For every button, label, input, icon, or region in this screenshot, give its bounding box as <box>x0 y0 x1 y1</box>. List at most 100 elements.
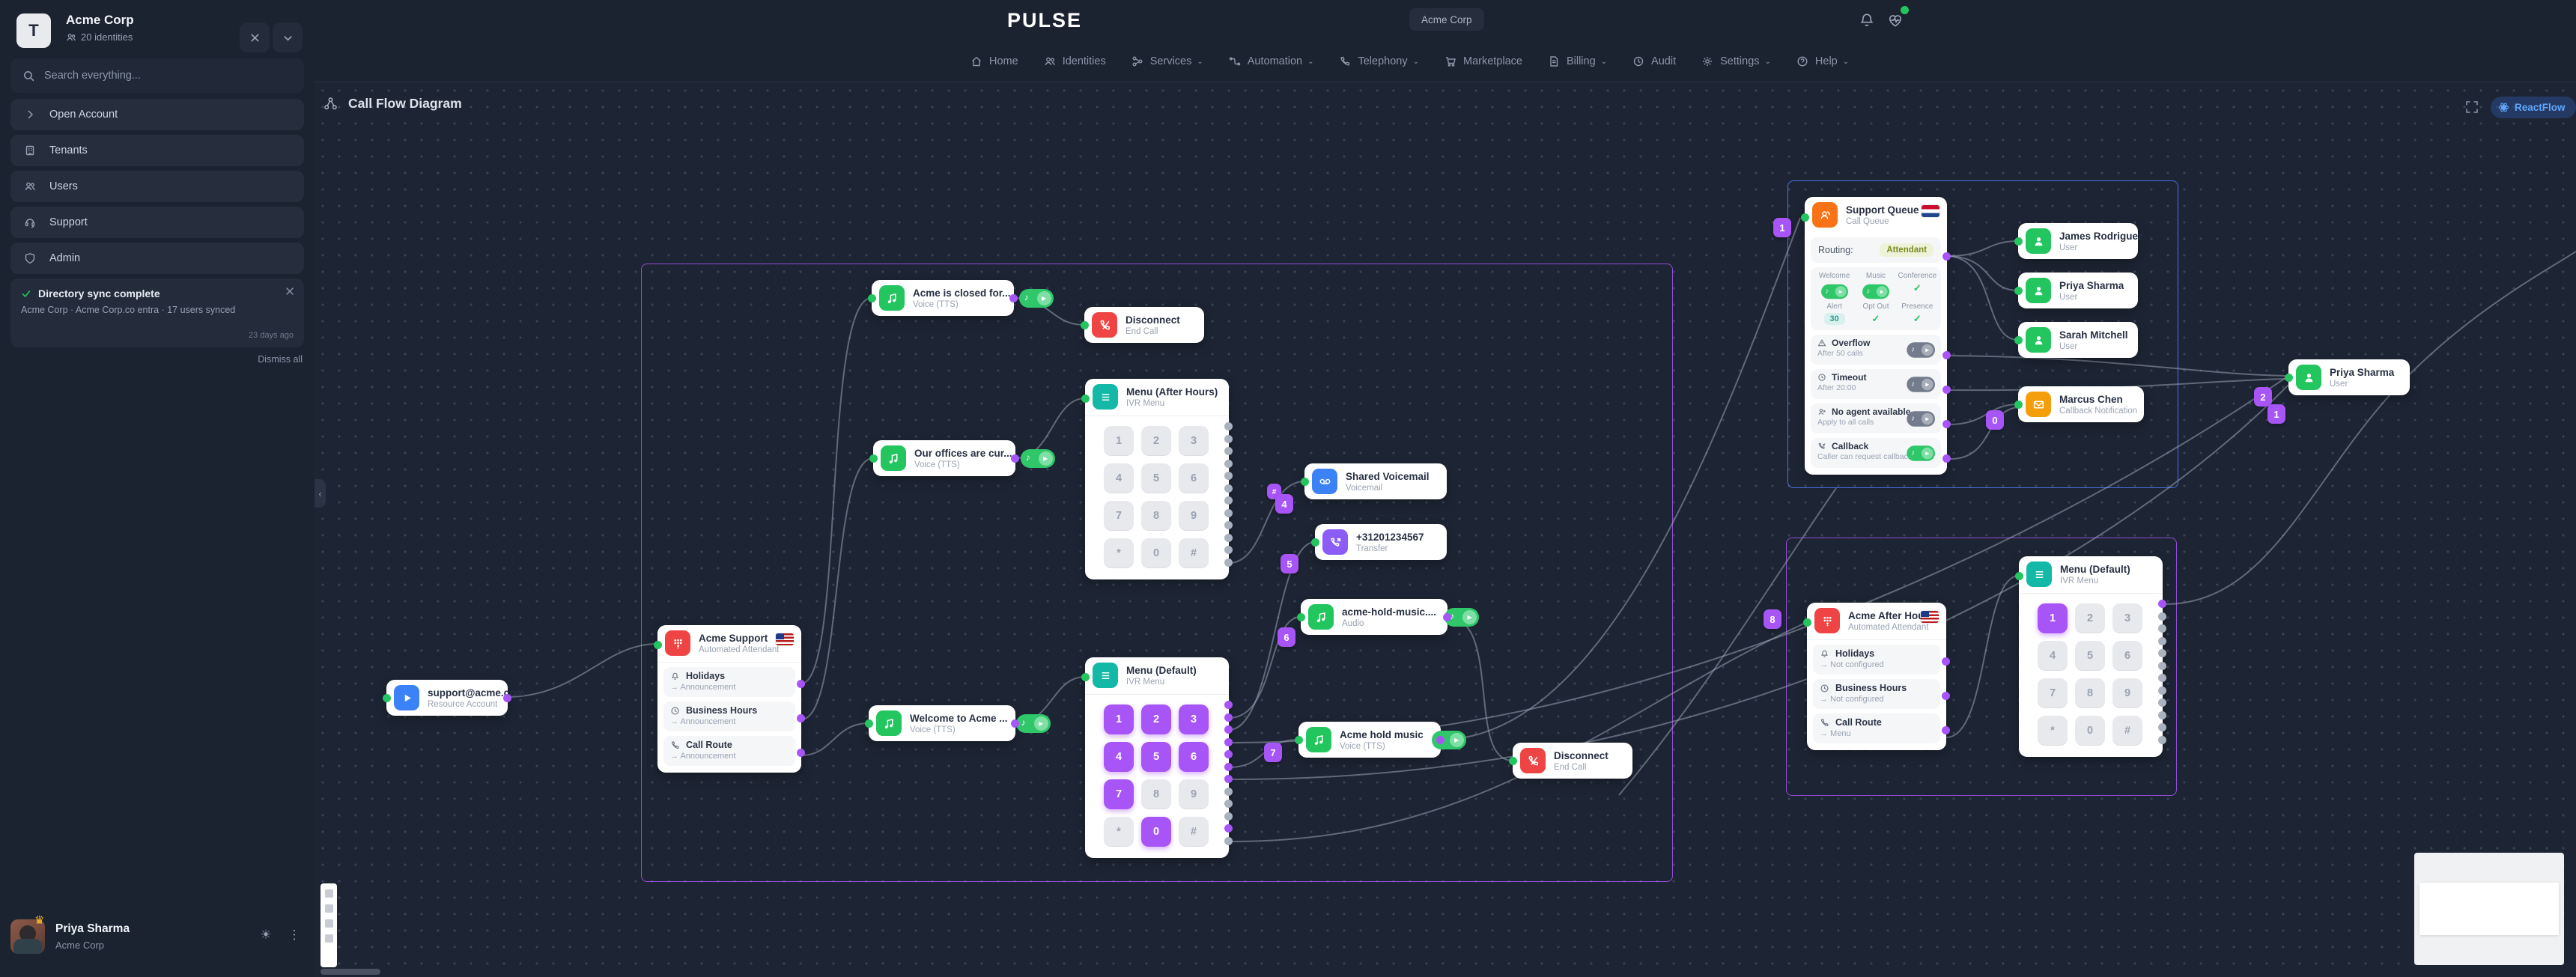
key-output-handle-8[interactable] <box>1224 787 1233 796</box>
flow-group[interactable] <box>1786 538 2177 796</box>
user-profile[interactable]: ♛ Priya Sharma Acme Corp ☀ ⋮ <box>10 914 304 958</box>
input-handle[interactable] <box>1801 213 1809 222</box>
queue-output-handle-4[interactable] <box>1942 454 1951 463</box>
nav-item-audit[interactable]: Audit <box>1632 55 1676 67</box>
key-output-handle-4[interactable] <box>2158 636 2166 645</box>
key-output-handle-7[interactable] <box>2158 674 2166 682</box>
kebab-menu-icon[interactable]: ⋮ <box>288 928 301 942</box>
sidebar-item-open-account[interactable]: Open Account <box>10 99 304 130</box>
routing-output-handle[interactable] <box>1942 252 1951 261</box>
nav-item-help[interactable]: Help⌄ <box>1796 55 1849 67</box>
close-panel-button[interactable] <box>240 22 270 52</box>
notification-close-icon[interactable] <box>285 286 295 296</box>
key-output-handle-6[interactable] <box>2158 661 2166 670</box>
output-handle[interactable] <box>1011 454 1019 463</box>
audio-preview-pill[interactable]: ♪▶ <box>1907 342 1935 358</box>
input-handle[interactable] <box>869 454 878 463</box>
audio-preview-pill[interactable]: ♪▶ <box>1431 730 1466 749</box>
org-dropdown-button[interactable] <box>273 22 303 52</box>
output-handle-1[interactable] <box>797 680 805 688</box>
output-handle[interactable] <box>1009 294 1018 302</box>
input-handle[interactable] <box>1311 538 1319 547</box>
attendant-row-call-route[interactable]: Call Route→ Announcement <box>663 736 795 766</box>
dismiss-all-link[interactable]: Dismiss all <box>258 354 303 365</box>
horizontal-scrollbar[interactable] <box>321 969 380 975</box>
audio-preview-pill[interactable]: ♪▶ <box>1862 284 1889 299</box>
key-output-handle-1[interactable] <box>1224 422 1233 430</box>
nav-item-billing[interactable]: Billing⌄ <box>1548 55 1607 67</box>
attendant-row-call-route[interactable]: Call Route→ Menu <box>1813 713 1940 743</box>
output-handle-3[interactable] <box>797 749 805 757</box>
key-output-handle-10[interactable] <box>2158 710 2166 719</box>
output-handle-2[interactable] <box>1942 692 1950 700</box>
output-handle-3[interactable] <box>1942 726 1950 734</box>
input-handle[interactable] <box>1297 613 1305 621</box>
audio-preview-pill[interactable]: ♪▶ <box>1018 288 1054 308</box>
sidebar-item-support[interactable]: Support <box>10 207 304 238</box>
nav-item-home[interactable]: Home <box>970 55 1018 67</box>
input-handle[interactable] <box>1081 673 1090 681</box>
key-output-handle-1[interactable] <box>1224 701 1233 709</box>
key-output-handle-5[interactable] <box>1224 472 1233 480</box>
output-handle-1[interactable] <box>1942 657 1950 666</box>
health-pulse-icon[interactable] <box>1887 12 1904 28</box>
input-handle[interactable] <box>2014 401 2023 409</box>
key-output-handle-2[interactable] <box>2158 612 2166 621</box>
minimap-viewport[interactable] <box>2419 883 2559 935</box>
input-handle[interactable] <box>1803 618 1811 627</box>
audio-preview-pill[interactable]: ♪▶ <box>1907 445 1935 461</box>
input-handle[interactable] <box>2014 287 2023 295</box>
input-handle[interactable] <box>2015 572 2023 580</box>
key-output-handle-12[interactable] <box>1224 558 1233 567</box>
input-handle[interactable] <box>2014 237 2023 246</box>
key-output-handle-5[interactable] <box>2158 649 2166 657</box>
notifications-bell-icon[interactable] <box>1859 12 1875 28</box>
key-output-handle-10[interactable] <box>1224 533 1233 542</box>
attendant-row-business-hours[interactable]: Business Hours→ Announcement <box>663 701 795 731</box>
output-handle-2[interactable] <box>797 714 805 722</box>
attendant-row-holidays[interactable]: Holidays→ Announcement <box>663 667 795 697</box>
output-handle[interactable] <box>1436 736 1445 744</box>
nav-item-settings[interactable]: Settings⌄ <box>1701 55 1771 67</box>
input-handle[interactable] <box>383 694 391 702</box>
key-output-handle-3[interactable] <box>1224 725 1233 734</box>
flow-canvas[interactable]: Call Flow Diagram ReactFlow support@acme… <box>315 82 2576 977</box>
node-welcome-tts[interactable]: Welcome to Acme ...Voice (TTS)♪▶ <box>865 705 1051 741</box>
sidebar-item-tenants[interactable]: Tenants <box>10 135 304 166</box>
output-handle[interactable] <box>503 694 511 702</box>
key-output-handle-11[interactable] <box>2158 723 2166 731</box>
key-output-handle-7[interactable] <box>1224 496 1233 505</box>
key-output-handle-7[interactable] <box>1224 775 1233 783</box>
input-handle[interactable] <box>1301 478 1309 486</box>
nav-item-identities[interactable]: Identities <box>1044 55 1106 67</box>
audio-preview-pill[interactable]: ♪▶ <box>1015 713 1051 733</box>
input-handle[interactable] <box>654 641 662 649</box>
nav-item-marketplace[interactable]: Marketplace <box>1445 55 1522 67</box>
key-output-handle-8[interactable] <box>1224 508 1233 517</box>
key-output-handle-3[interactable] <box>1224 447 1233 455</box>
audio-preview-pill[interactable]: ♪▶ <box>1020 448 1055 468</box>
audio-preview-pill[interactable]: ♪▶ <box>1907 411 1935 427</box>
key-output-handle-11[interactable] <box>1224 824 1233 833</box>
key-output-handle-9[interactable] <box>1224 800 1233 808</box>
search-input[interactable]: Search everything... <box>10 58 304 93</box>
output-handle[interactable] <box>1011 719 1019 728</box>
input-handle[interactable] <box>865 719 873 728</box>
nav-item-automation[interactable]: Automation⌄ <box>1229 55 1313 67</box>
nav-item-telephony[interactable]: Telephony⌄ <box>1339 55 1419 67</box>
queue-output-handle-3[interactable] <box>1942 420 1951 428</box>
flow-group[interactable] <box>641 264 1673 882</box>
key-output-handle-2[interactable] <box>1224 713 1233 722</box>
